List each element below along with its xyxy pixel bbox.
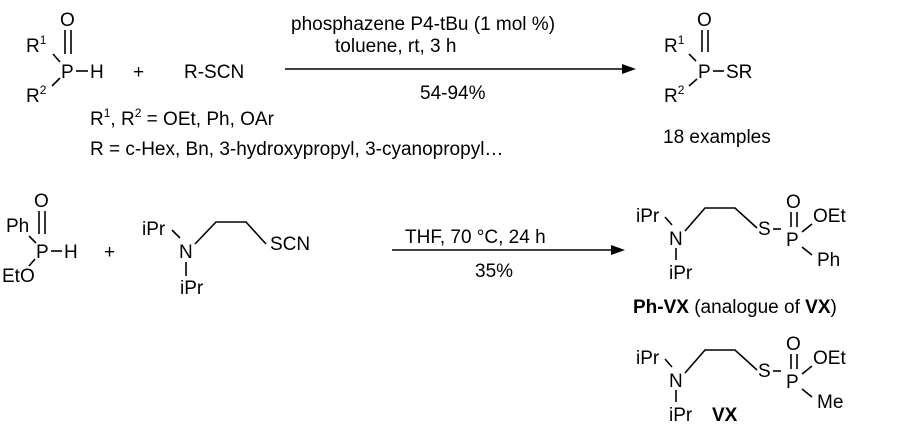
group-ipr-bottom: iPr — [180, 278, 204, 299]
atom-o: O — [60, 10, 75, 31]
reaction1-reactant-phosphine-oxide: O R1 P H R2 — [26, 10, 104, 107]
yield-1: 54-94% — [420, 83, 486, 104]
atom-r2: R2 — [26, 83, 47, 107]
group-sr: SR — [726, 62, 752, 83]
conditions-solvent: toluene, rt, 3 h — [335, 36, 456, 57]
reaction2-reactant-ethyl-phenylphosphinate: O Ph P H EtO — [2, 191, 78, 287]
bond-p-ph — [801, 246, 813, 256]
ethylene-chain — [194, 221, 267, 245]
group-oet: OEt — [813, 348, 846, 369]
atom-h: H — [90, 62, 104, 83]
conditions-catalyst: phosphazene P4-tBu (1 mol %) — [291, 14, 555, 35]
reaction2-reactant-aminoethyl-thiocyanate: iPr N iPr SCN — [142, 219, 310, 299]
atom-s: S — [758, 219, 771, 240]
group-ipr-top: iPr — [636, 206, 660, 227]
vx-structure: iPr N iPr S O P OEt Me — [636, 334, 846, 426]
atom-o: O — [786, 334, 801, 355]
atom-p: P — [786, 372, 799, 393]
group-ipr-top: iPr — [636, 348, 660, 369]
atom-n: N — [669, 229, 683, 250]
atom-n: N — [669, 371, 683, 392]
atom-p: P — [36, 242, 49, 263]
atom-o: O — [34, 191, 49, 212]
bond-ipr-n — [664, 358, 673, 368]
atom-p: P — [61, 62, 74, 83]
atom-p: P — [698, 62, 711, 83]
reaction-arrow-1 — [285, 64, 636, 74]
group-ipr-bottom: iPr — [669, 405, 693, 426]
group-ph: Ph — [6, 216, 29, 237]
atom-r1: R1 — [664, 33, 685, 57]
ethylene-chain — [684, 349, 758, 374]
atom-r1: R1 — [26, 33, 47, 57]
bond-ipr-n — [664, 216, 673, 226]
conditions-2: THF, 70 °C, 24 h — [405, 227, 546, 248]
group-ipr-bottom: iPr — [669, 263, 693, 284]
yield-2: 35% — [475, 261, 513, 282]
reaction-arrow-2 — [392, 245, 625, 255]
group-ph: Ph — [817, 250, 840, 271]
bond-p-oet — [801, 365, 813, 375]
atom-o: O — [697, 10, 712, 31]
atom-o: O — [786, 192, 801, 213]
atom-s: S — [758, 361, 771, 382]
bond-r1-p — [52, 53, 61, 63]
reactant-thiocyanate: R-SCN — [184, 62, 244, 83]
reaction1-product-phosphonothioate: O R1 P SR R2 — [664, 10, 752, 107]
group-eto: EtO — [2, 266, 35, 287]
substituent-definition-r: R = c-Hex, Bn, 3-hydroxypropyl, 3-cyanop… — [90, 139, 503, 160]
examples-count: 18 examples — [663, 127, 771, 148]
plus-sign: + — [104, 242, 115, 263]
product-label-ph-vx: Ph-VX (analogue of VX) — [633, 297, 837, 318]
bond-ph-p — [28, 235, 37, 244]
group-scn: SCN — [270, 234, 310, 255]
bond-p-me — [801, 388, 813, 398]
group-ipr-top: iPr — [142, 219, 166, 240]
atom-r2: R2 — [664, 83, 685, 107]
atom-h: H — [64, 242, 78, 263]
bond-r1-p — [688, 53, 697, 62]
ethylene-chain — [684, 207, 758, 232]
atom-p: P — [786, 230, 799, 251]
bond-p-oet — [801, 223, 813, 233]
vx-label: VX — [712, 405, 738, 426]
plus-sign: + — [133, 62, 144, 83]
group-me: Me — [817, 392, 843, 413]
bond-eto-p — [28, 258, 36, 267]
bond-r2-p — [51, 77, 61, 87]
bond-r2-p — [688, 78, 698, 87]
substituent-definition-r1-r2: R1, R2 = OEt, Ph, OAr — [90, 106, 275, 130]
group-oet: OEt — [813, 206, 846, 227]
reaction2-product-ph-vx: iPr N iPr S O P OEt Ph — [636, 192, 846, 284]
atom-n: N — [179, 242, 193, 263]
bond-ipr-n — [171, 229, 181, 239]
